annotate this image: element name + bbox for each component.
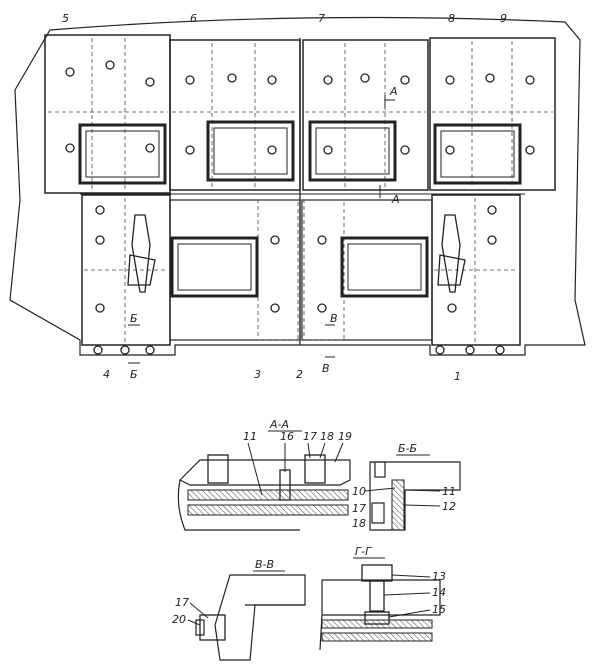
a-a-callout-16: 16 [280,430,294,443]
a-a-callout-18: 18 [320,430,334,443]
cut-mark-a-top: А [389,85,398,98]
lower-frames [170,236,429,298]
section-v-v-title: В-В [255,558,274,571]
label-part-3: 3 [254,368,261,381]
cut-mark-v-bottom: В [322,362,330,375]
label-part-1: 1 [454,370,461,383]
label-part-9: 9 [500,12,507,25]
cut-mark-b-top: Б [130,312,138,325]
b-b-callout-10: 10 [352,485,366,498]
cut-markers [128,95,395,364]
lower-panel-2 [301,199,433,341]
upper-panel-8 [429,37,556,191]
cut-mark-v-top: В [330,312,338,325]
lower-panel-4 [81,194,171,346]
b-b-callout-11: 11 [442,485,456,498]
section-g-g-title: Г-Г [355,545,372,558]
upper-panel-7 [302,39,429,191]
section-g-g: Г-Г 13 14 15 [319,545,446,651]
b-b-callout-18: 18 [352,517,366,530]
a-a-callout-17: 17 [303,430,317,443]
latch-left [127,214,156,293]
b-b-callout-12: 12 [442,500,456,513]
label-part-4: 4 [103,368,110,381]
main-outline [9,16,586,356]
label-part-8: 8 [448,12,455,25]
section-b-b: Б-Б 10 11 12 17 18 [352,442,461,531]
g-g-callout-14: 14 [432,586,446,599]
cut-mark-a-bottom: А [391,193,400,206]
label-part-5: 5 [62,12,69,25]
section-a-a-title: А-А [269,418,289,431]
cut-mark-b-bottom: Б [130,368,138,381]
upper-frames [78,120,522,185]
section-v-v: В-В 17 20 [172,558,306,661]
bolt-heads [65,60,535,355]
b-b-callout-17: 17 [352,502,366,515]
g-g-callout-13: 13 [432,570,446,583]
a-a-callout-11: 11 [243,430,257,443]
label-part-2: 2 [296,368,303,381]
latch-right [437,214,466,293]
g-g-callout-15: 15 [432,603,446,616]
label-part-6: 6 [190,12,197,25]
lower-panel-3 [169,199,301,341]
v-v-callout-20: 20 [172,613,186,626]
v-v-callout-17: 17 [175,596,189,609]
section-b-b-title: Б-Б [398,442,417,455]
section-a-a: А-А 11 16 17 18 19 [177,418,352,531]
lower-panel-1 [431,194,521,346]
upper-panel-6 [169,39,301,191]
upper-panel-5 [44,34,171,194]
label-part-7: 7 [318,12,325,25]
a-a-callout-19: 19 [338,430,352,443]
main-view: 1 2 3 4 5 6 7 8 9 А А Б Б В В [9,12,586,383]
